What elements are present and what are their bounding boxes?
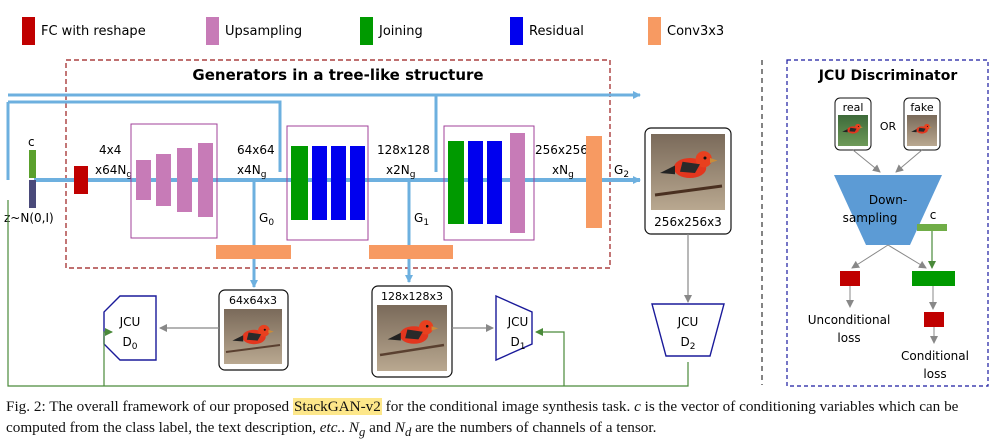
jcu-downsampling-label-2: sampling: [843, 211, 898, 225]
caption-highlight: StackGAN-v2: [292, 398, 382, 415]
c-feed-lines: [7, 200, 689, 387]
stage-label-2: 64x64 x4Ng: [237, 143, 275, 180]
jcu-title: JCU Discriminator: [818, 68, 958, 84]
jcu-downsampling-block: [834, 175, 942, 245]
jcu-uncond-label-1: Unconditional: [808, 313, 891, 327]
svg-text:JCU: JCU: [119, 315, 141, 329]
svg-text:JCU: JCU: [507, 315, 529, 329]
image-256-label: 256x256x3: [654, 215, 722, 229]
stage-label-1: 4x4 x64Ng: [95, 143, 132, 180]
svg-text:4x4: 4x4: [99, 143, 121, 157]
svg-text:xNg: xNg: [552, 163, 574, 180]
generators-box: [65, 59, 611, 269]
conv-block-g2: [586, 136, 602, 228]
jcu-cond-block: [924, 312, 944, 327]
stage-label-4: 256x256 xNg: [535, 143, 588, 180]
generators-title: Generators in a tree-like structure: [192, 66, 483, 84]
legend-label-fc: FC with reshape: [41, 24, 146, 39]
legend-label-upsampling: Upsampling: [225, 24, 302, 39]
legend-swatch-upsampling: [206, 17, 219, 45]
conv-block-g0: [216, 245, 291, 259]
jcu-c-label: c: [930, 208, 937, 222]
legend-swatch-conv: [648, 17, 661, 45]
jcu-c-bar: [917, 224, 947, 231]
jcu-cond-label-1: Conditional: [901, 349, 969, 363]
jcu-joint-block: [912, 271, 955, 286]
svg-text:256x256: 256x256: [535, 143, 588, 157]
discriminator-d1: JCU D1: [495, 294, 533, 362]
legend-swatch-joining: [360, 17, 373, 45]
jcu-downsampling-label-1: Down-: [869, 193, 907, 207]
z-input-label: z~N(0,I): [4, 211, 54, 225]
discriminator-d0: JCU D0: [103, 295, 157, 361]
z-input-bar: [29, 180, 36, 208]
legend-swatch-fc: [22, 17, 35, 45]
image-64-label: 64x64x3: [229, 294, 277, 307]
legend-label-conv: Conv3x3: [667, 24, 724, 39]
discriminator-d2: JCU D2: [651, 303, 725, 357]
stage-blocks-3: [448, 133, 525, 233]
legend-swatch-residual: [510, 17, 523, 45]
upsampling-group-1: [130, 123, 218, 239]
c-input-label: c: [28, 135, 35, 149]
jcu-panel: [786, 59, 989, 387]
figure-caption: Fig. 2: The overall framework of our pro…: [6, 398, 959, 440]
g0-label: G0: [259, 211, 274, 228]
legend-label-residual: Residual: [529, 24, 584, 39]
fc-reshape-block: [74, 166, 88, 194]
g2-label: G2: [614, 163, 629, 180]
image-128-label: 128x128x3: [381, 290, 443, 303]
stackgan-v2-figure: FC with reshape Upsampling Joining Resid…: [4, 17, 989, 387]
svg-text:D2: D2: [681, 335, 696, 352]
jcu-cond-label-2: loss: [923, 367, 946, 381]
jcu-or-label: OR: [880, 120, 897, 133]
stage-blocks-2: [291, 146, 365, 220]
svg-text:x2Ng: x2Ng: [386, 163, 415, 180]
stage-label-3: 128x128 x2Ng: [377, 143, 430, 180]
jcu-uncond-block: [840, 271, 860, 286]
jcu-real-label: real: [843, 101, 864, 114]
conv-block-g1: [369, 245, 453, 259]
svg-text:64x64: 64x64: [237, 143, 275, 157]
svg-text:x64Ng: x64Ng: [95, 163, 132, 180]
jcu-fake-label: fake: [910, 101, 934, 114]
upsampling-blocks-1: [136, 143, 213, 217]
g1-label: G1: [414, 211, 429, 228]
jcu-uncond-label-2: loss: [837, 331, 860, 345]
skip-connections: [6, 91, 641, 180]
c-input-bar: [29, 150, 36, 178]
svg-text:D1: D1: [511, 335, 526, 352]
legend-label-joining: Joining: [378, 24, 423, 39]
legend: FC with reshape Upsampling Joining Resid…: [22, 17, 724, 45]
stage-group-3: [443, 125, 535, 241]
svg-text:128x128: 128x128: [377, 143, 430, 157]
svg-text:JCU: JCU: [677, 315, 699, 329]
svg-text:x4Ng: x4Ng: [237, 163, 266, 180]
svg-text:D0: D0: [123, 335, 138, 352]
stage-group-2: [286, 125, 369, 241]
